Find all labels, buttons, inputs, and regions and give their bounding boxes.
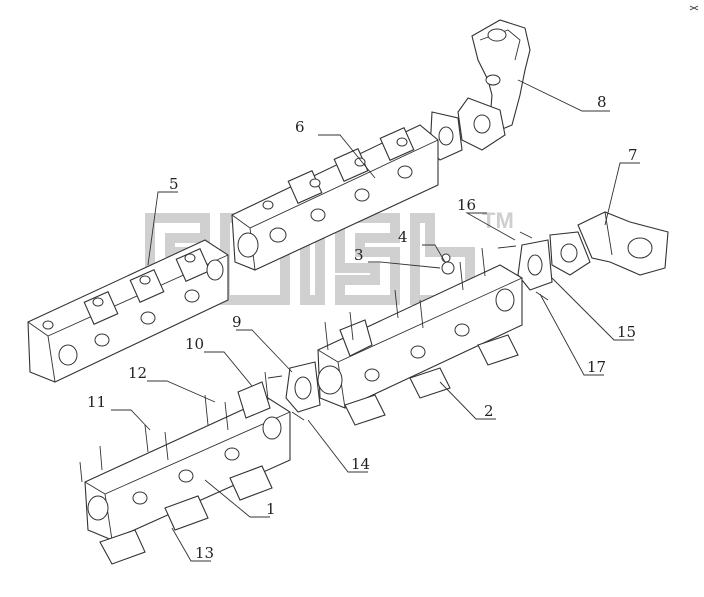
- callout-3: 3: [354, 246, 364, 264]
- bolts-14: [267, 375, 305, 421]
- callout-8: 8: [597, 93, 607, 111]
- callout-15: 15: [617, 323, 636, 341]
- callout-7: 7: [628, 146, 638, 164]
- callout-14: 14: [351, 455, 370, 473]
- manifold-2: [317, 264, 523, 426]
- manifold-5: [27, 239, 229, 383]
- manifold-6: [231, 124, 439, 271]
- callout-13: 13: [195, 544, 214, 562]
- callout-6: 6: [295, 118, 305, 136]
- callout-9: 9: [232, 313, 242, 331]
- manifold-1: [84, 381, 291, 565]
- callout-1: 1: [266, 500, 276, 518]
- callout-12: 12: [128, 364, 147, 382]
- callout-5: 5: [169, 175, 179, 193]
- callout-2: 2: [484, 402, 494, 420]
- leader-lines: [111, 79, 640, 562]
- gasket-9: [285, 361, 321, 413]
- watermark-trademark: TM: [482, 208, 514, 233]
- bolts-17: [497, 231, 549, 301]
- callout-11: 11: [87, 393, 106, 411]
- corner-mark: [689, 5, 699, 11]
- callout-labels: 8 6 5 7 16 4 3 9 10 12 11 15 17 2 14 1 1…: [87, 93, 638, 562]
- studs-11-12: [79, 247, 486, 483]
- gasket-15: [517, 239, 553, 291]
- callout-17: 17: [587, 358, 606, 376]
- elbow-pipe-8: [457, 19, 531, 151]
- callout-4: 4: [398, 228, 408, 246]
- elbow-pipe-7: [549, 211, 669, 276]
- callout-10: 10: [185, 335, 204, 353]
- callout-16: 16: [457, 196, 476, 214]
